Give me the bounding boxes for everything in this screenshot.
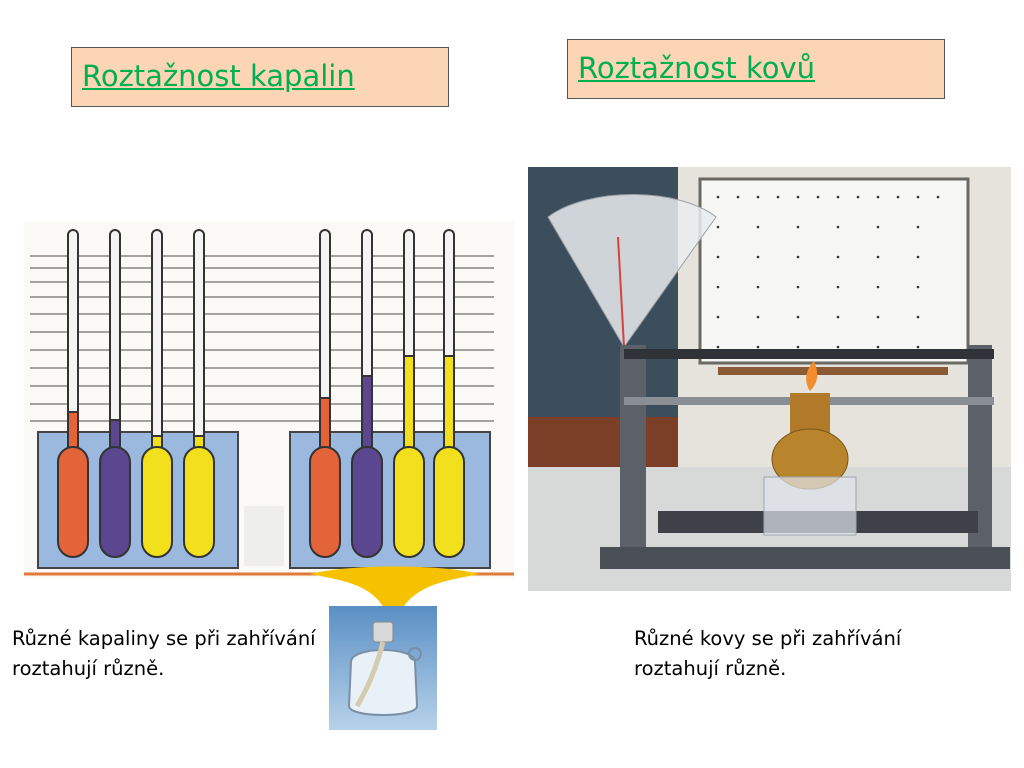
- alcohol-burner-photo: [329, 606, 437, 730]
- caption-metals: Různé kovy se při zahřívání roztahují rů…: [634, 627, 902, 680]
- link-box-metal-expansion: Roztažnost kovů: [567, 39, 945, 99]
- link-metal-expansion[interactable]: Roztažnost kovů: [578, 51, 816, 85]
- liquid-expansion-illustration: [24, 222, 514, 578]
- link-box-liquid-expansion: Roztažnost kapalin: [71, 47, 449, 107]
- flame-shape: [300, 560, 490, 620]
- metal-expansion-photo: [528, 167, 1011, 591]
- link-liquid-expansion[interactable]: Roztažnost kapalin: [82, 59, 355, 93]
- caption-liquids: Různé kapaliny se při zahřívání roztahuj…: [12, 627, 316, 680]
